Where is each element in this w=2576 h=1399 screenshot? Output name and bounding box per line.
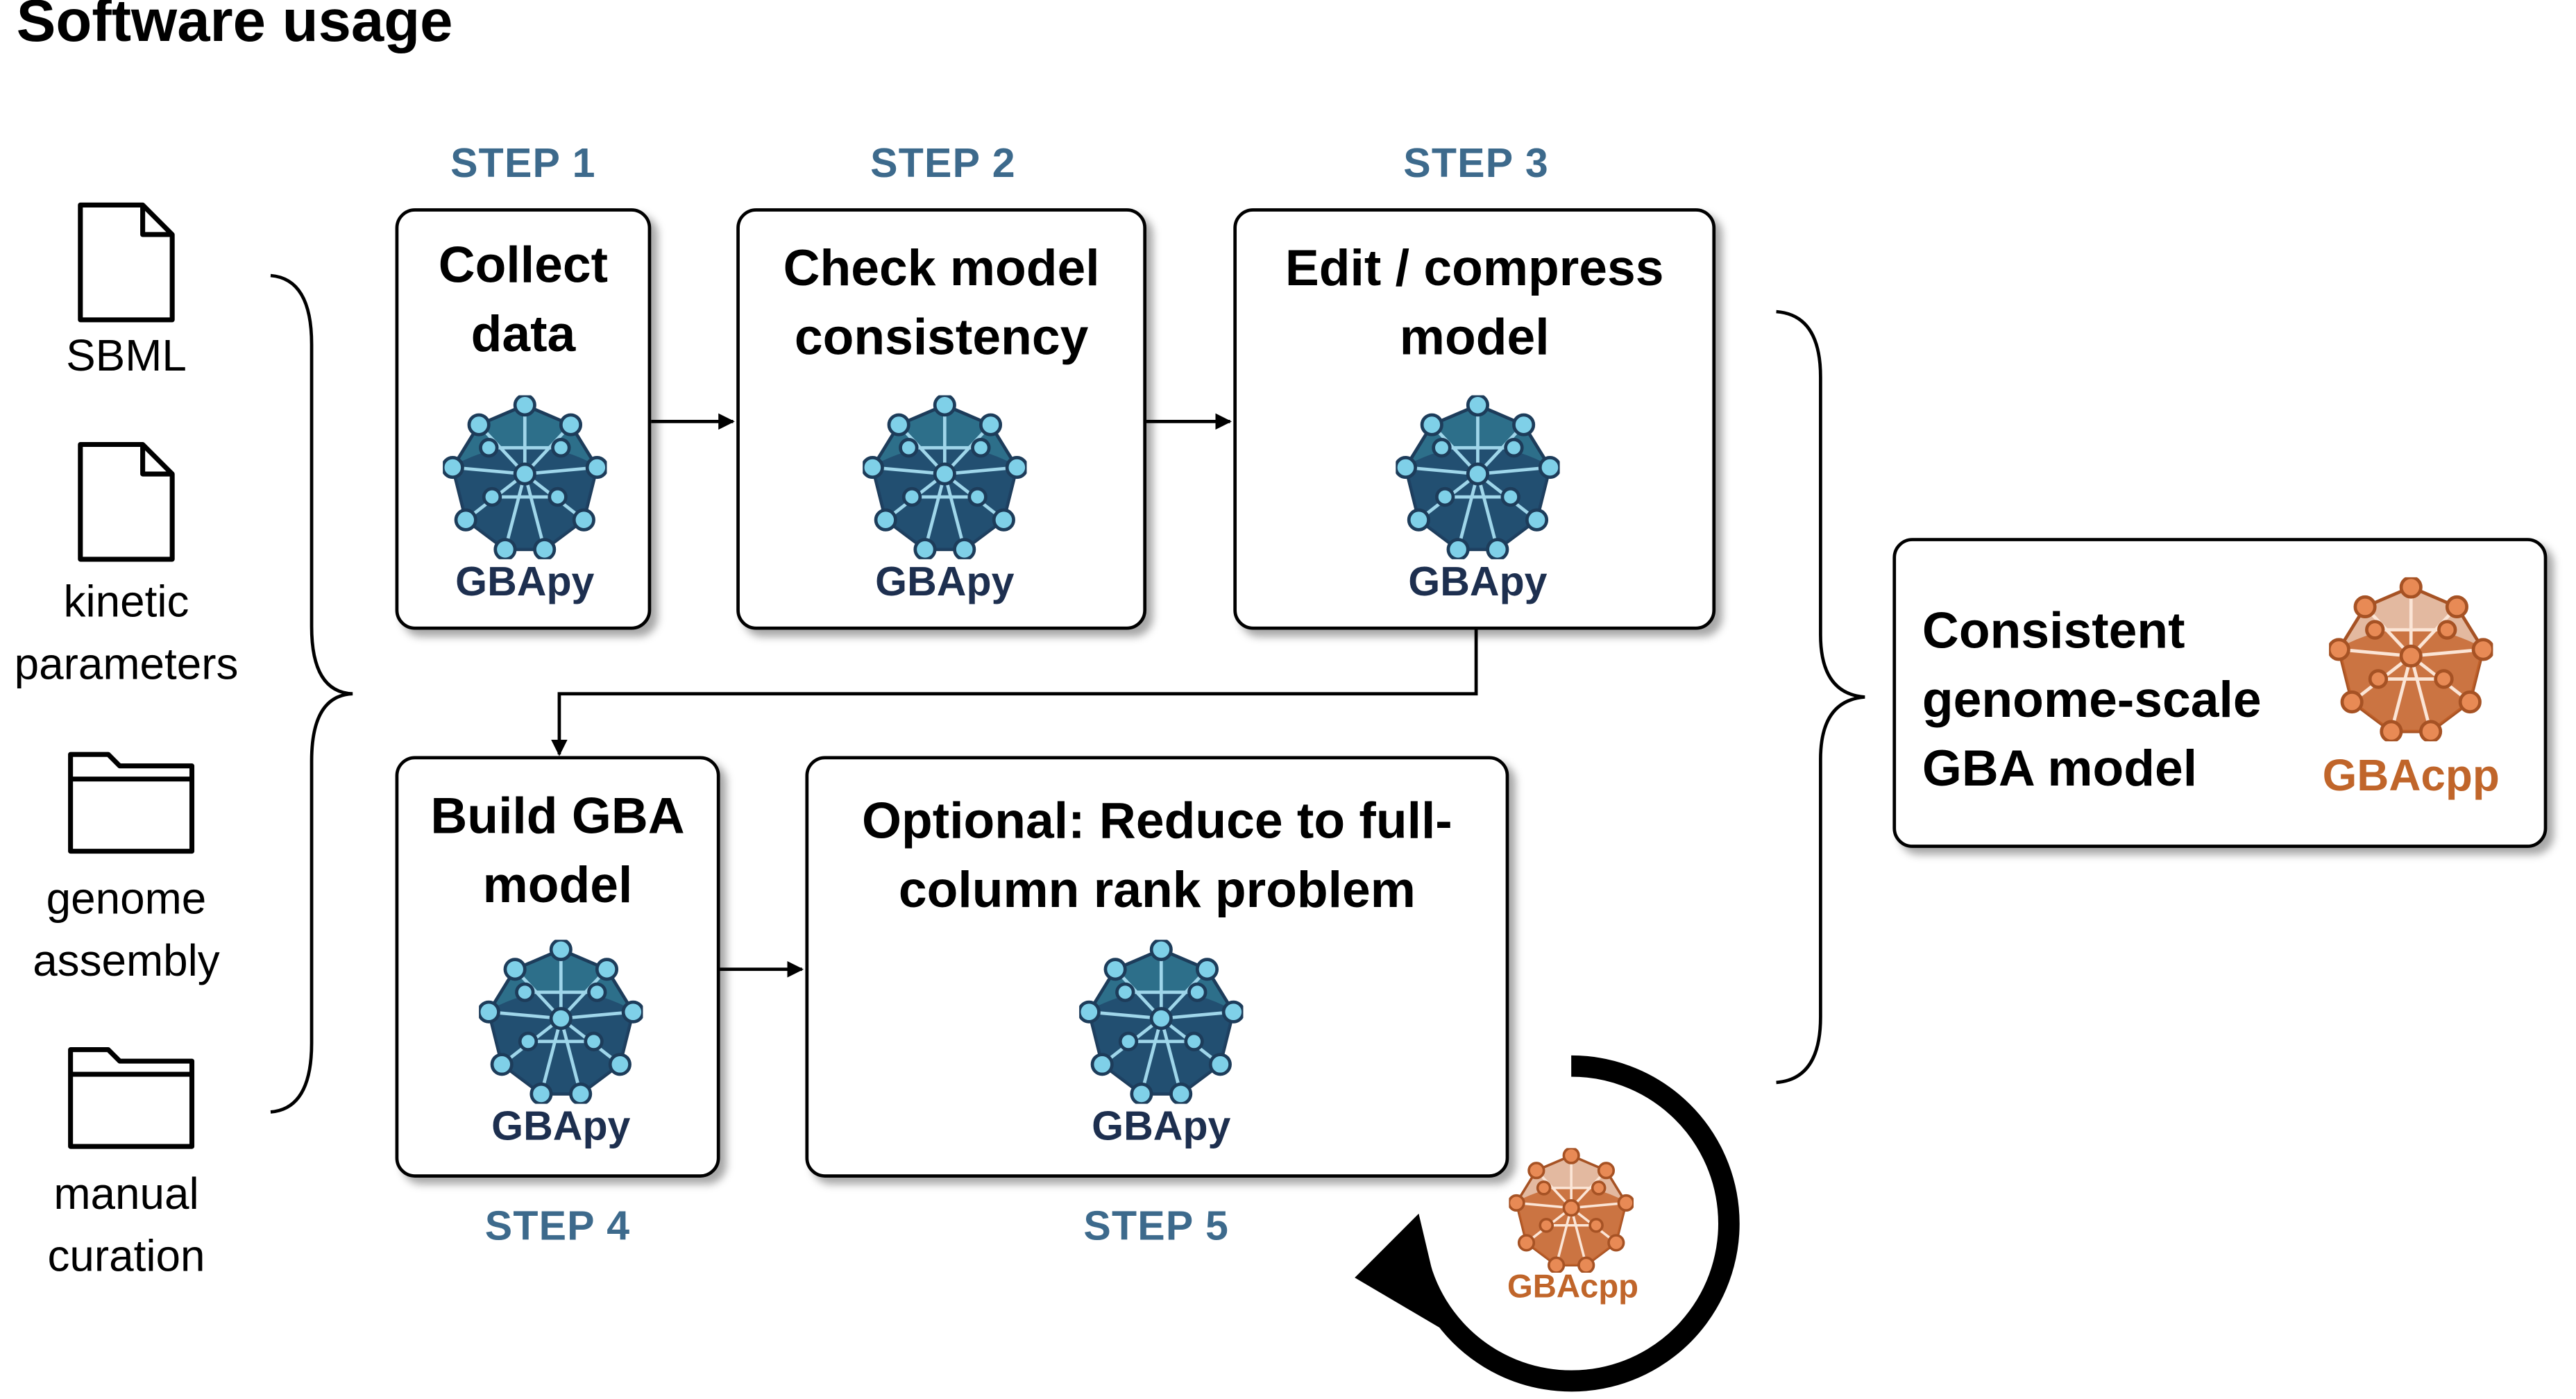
step-box: Optional: Reduce to full- column rank pr… — [805, 756, 1509, 1178]
result-text-line: GBA model — [1922, 739, 2198, 797]
file-icon — [78, 441, 175, 562]
loop-arrowhead — [1355, 1213, 1447, 1332]
step-text-line: Collect — [438, 236, 609, 294]
gbapy-logo-text: GBApy — [875, 559, 1015, 606]
step-text-line: model — [482, 856, 633, 914]
page-title: Software usage — [16, 0, 453, 54]
step-label: STEP 5 — [1083, 1203, 1230, 1250]
left-brace — [270, 273, 353, 1114]
result-text-line: genome-scale — [1922, 670, 2262, 729]
gbapy-logo-text: GBApy — [455, 559, 595, 606]
step-text-line: consistency — [794, 308, 1089, 366]
input-label-sbml: SBML — [0, 325, 257, 387]
step-label: STEP 4 — [484, 1203, 631, 1250]
gbapy-network-icon — [441, 393, 609, 561]
gbapy-network-icon — [1077, 938, 1245, 1105]
gbapy-network-icon — [477, 938, 645, 1105]
result-text-line: Consistent — [1922, 602, 2185, 660]
result-box: Consistent genome-scale GBA model GBAcpp — [1892, 538, 2548, 848]
step-box: Collect data GBApy — [395, 208, 652, 630]
right-brace — [1776, 310, 1865, 1085]
arrow-step3-step4 — [551, 629, 1478, 756]
step-label: STEP 3 — [1403, 141, 1549, 187]
gbacpp-logo-text: GBAcpp — [2322, 751, 2500, 801]
gbapy-network-icon — [861, 393, 1028, 561]
gbacpp-network-icon — [1509, 1148, 1634, 1273]
input-label-line: parameters — [14, 639, 239, 689]
step-text-line: model — [1399, 308, 1550, 366]
input-label-line: kinetic — [63, 577, 189, 627]
step-label: STEP 1 — [450, 141, 596, 187]
gbapy-logo: GBApy — [477, 938, 645, 1153]
gbapy-logo-text: GBApy — [1408, 559, 1548, 606]
gbacpp-logo-text: GBAcpp — [1507, 1269, 1639, 1306]
gbapy-logo: GBApy — [441, 393, 609, 609]
loop-arrow — [1409, 1055, 1740, 1392]
input-label-line: curation — [47, 1231, 205, 1281]
result-text: Consistent genome-scale GBA model — [1922, 597, 2262, 804]
gbacpp-network-icon — [2329, 577, 2493, 742]
folder-icon — [68, 1047, 195, 1149]
step-text-line: Edit / compress — [1285, 239, 1664, 297]
step-text-line: column rank problem — [898, 860, 1416, 919]
file-icon — [78, 202, 175, 323]
input-label-line: SBML — [66, 331, 187, 381]
step-text-line: Check model — [783, 239, 1100, 297]
gbapy-logo: GBApy — [1393, 393, 1561, 609]
step-box: Check model consistency GBApy — [736, 208, 1147, 630]
step-box: Edit / compress model GBApy — [1233, 208, 1716, 630]
step-label: STEP 2 — [870, 141, 1016, 187]
step-box: Build GBA model GBApy — [395, 756, 720, 1178]
step-text-line: data — [471, 305, 576, 363]
input-label-kinetic-parameters: kinetic parameters — [0, 570, 257, 695]
gbacpp-logo: GBAcpp — [2312, 577, 2509, 815]
input-label-line: assembly — [33, 936, 220, 986]
gbapy-logo: GBApy — [1077, 938, 1245, 1153]
gbapy-logo-text: GBApy — [1092, 1103, 1231, 1150]
gbacpp-logo: GBAcpp — [1483, 1148, 1663, 1312]
step-text-line: Build GBA — [430, 787, 685, 845]
step-text-line: Optional: Reduce to full- — [862, 792, 1452, 850]
input-label-line: genome — [46, 874, 207, 924]
input-label-line: manual — [53, 1169, 199, 1219]
input-label-genome-assembly: genome assembly — [0, 867, 257, 992]
gbapy-logo: GBApy — [861, 393, 1028, 609]
input-label-manual-curation: manual curation — [0, 1163, 257, 1288]
gbapy-logo-text: GBApy — [491, 1103, 631, 1150]
folder-icon — [68, 752, 195, 854]
gbapy-network-icon — [1393, 393, 1561, 561]
